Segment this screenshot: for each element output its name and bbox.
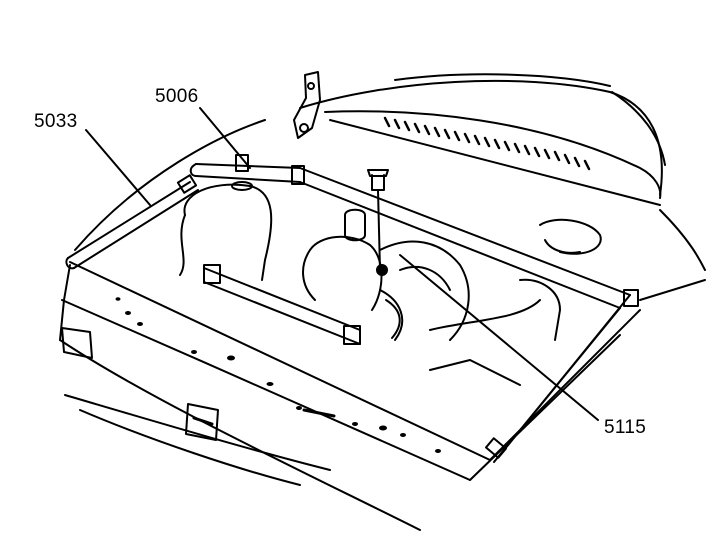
callout-5115: 5115	[604, 417, 647, 438]
bar-5006	[189, 154, 301, 183]
front-body	[59, 261, 641, 531]
callout-5033: 5033	[34, 111, 78, 132]
leader-5115	[399, 254, 599, 421]
leader-5006	[199, 107, 251, 169]
engine-components	[179, 169, 602, 386]
hood-hinge	[293, 71, 321, 139]
fender-right	[639, 209, 706, 301]
callout-5006: 5006	[155, 86, 199, 107]
hood	[299, 73, 666, 206]
radiator-support	[203, 264, 361, 345]
fender-left	[59, 119, 266, 341]
leader-5033	[85, 129, 151, 206]
leader-lines	[85, 107, 599, 421]
bar-5033	[65, 174, 199, 270]
